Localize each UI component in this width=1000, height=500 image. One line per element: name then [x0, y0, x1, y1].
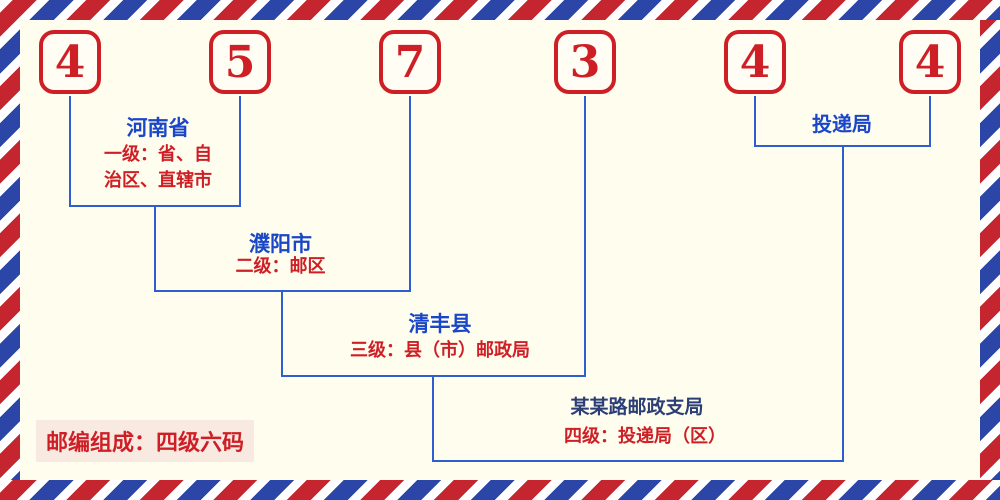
level4-name: 某某路邮政支局 — [570, 396, 704, 418]
connector-line-l4-drop — [842, 147, 844, 462]
postal-digit-box-5: 4 — [724, 30, 786, 94]
level3-desc: 三级：县（市）邮政局 — [350, 340, 530, 361]
level2-desc: 二级：邮区 — [235, 256, 326, 277]
level2-name: 濮阳市 — [249, 232, 312, 256]
connector-line-l4-bottom — [432, 460, 844, 462]
connector-line-l1-right — [239, 96, 241, 207]
level1-desc-line1: 一级：省、自 — [104, 144, 212, 165]
postal-digit-box-1: 4 — [39, 30, 101, 94]
airmail-border-top — [0, 0, 1000, 20]
delivery-office-label: 投递局 — [812, 112, 872, 136]
connector-line-l2-digit3 — [409, 96, 411, 292]
airmail-border-left — [0, 0, 20, 500]
level1-desc: 一级：省、自 治区、直辖市 — [78, 142, 238, 194]
postal-digit-box-6: 4 — [899, 30, 961, 94]
connector-line-l2-bottom — [154, 290, 411, 292]
connector-line-l1-drop — [154, 207, 156, 292]
connector-line-l1-left — [69, 96, 71, 207]
postal-digit-box-3: 7 — [379, 30, 441, 94]
composition-note: 邮编组成：四级六码 — [36, 420, 255, 462]
postal-digit-box-4: 3 — [554, 30, 616, 94]
airmail-border-bottom — [0, 480, 1000, 500]
connector-line-delivery-right — [929, 96, 931, 147]
level1-name: 河南省 — [126, 116, 190, 140]
connector-line-l3-digit4 — [584, 96, 586, 377]
airmail-border-right — [980, 0, 1000, 500]
postal-digit-box-2: 5 — [209, 30, 271, 94]
connector-line-l1-bottom — [69, 205, 241, 207]
level3-name: 清丰县 — [408, 312, 472, 336]
level4-desc: 四级：投递局（区） — [564, 426, 726, 447]
connector-line-l3-bottom — [281, 375, 586, 377]
connector-line-l3-drop — [432, 377, 434, 462]
connector-line-delivery-bottom — [754, 145, 931, 147]
level1-desc-line2: 治区、直辖市 — [104, 170, 212, 191]
connector-line-delivery-left — [754, 96, 756, 147]
connector-line-l2-drop — [281, 292, 283, 377]
